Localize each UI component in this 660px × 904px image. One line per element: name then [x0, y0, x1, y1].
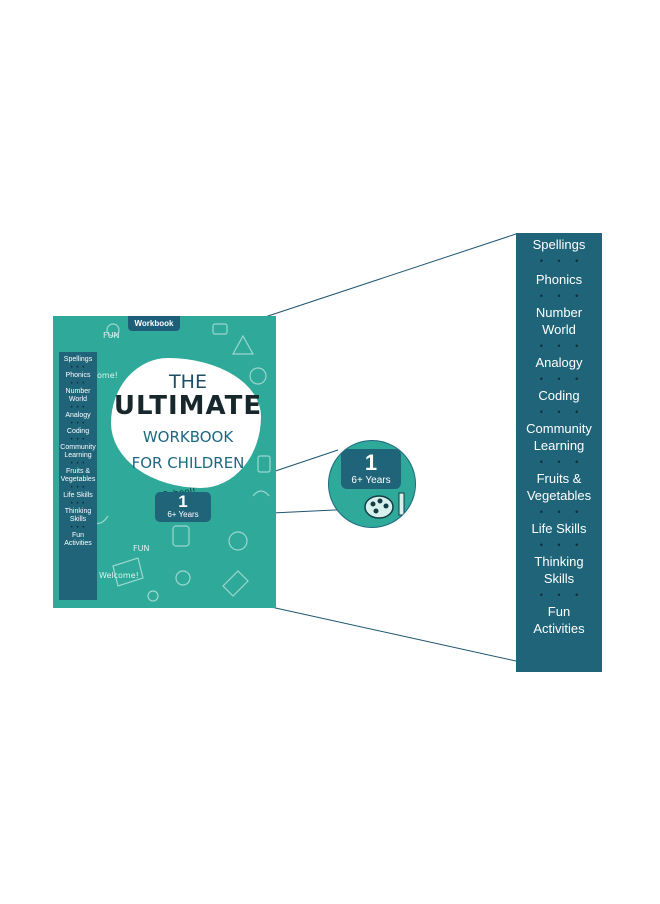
zoom-grade-number: 1 [364, 450, 378, 475]
subject-item-phonics: Phonics [535, 272, 583, 287]
title-background [111, 358, 261, 488]
cover-subject-item: Thinking Skills [64, 508, 92, 523]
separator-dots: • • • [539, 407, 585, 417]
subject-item-thinking-skills: Thinking Skills [534, 554, 584, 586]
separator-dots: • • • [539, 540, 585, 550]
subject-sidebar-enlarged: Spellings • • • Phonics • • • Number Wor… [516, 233, 602, 672]
doodle-text-ome: ome! [97, 371, 118, 380]
separator-dots: • • • [70, 381, 86, 387]
title-for-children: FOR CHILDREN [131, 454, 245, 472]
subject-item-life-skills: Life Skills [531, 521, 587, 536]
separator-dots: • • • [70, 461, 86, 467]
separator-dots: • • • [539, 291, 585, 301]
subject-item-coding: Coding [538, 388, 580, 403]
palette-icon [364, 492, 405, 519]
separator-dots: • • • [70, 421, 86, 427]
subject-item-community-learning: Community Learning [526, 421, 592, 453]
cover-subject-item: Spellings [63, 356, 93, 363]
title-ultimate: ULTIMATE [113, 391, 263, 421]
connector-line-bottom [261, 604, 517, 662]
separator-dots: • • • [539, 374, 585, 384]
brand-logo: Workbook [128, 316, 180, 331]
zoom-grade-age: 6+ Years [351, 475, 391, 486]
zoom-grade-badge: 1 6+ Years [341, 449, 401, 489]
book-cover: FUN School! FUN ome! Welcome! Workbook S… [53, 316, 276, 608]
subject-item-spellings: Spellings [532, 237, 586, 252]
cover-subject-item: Analogy [65, 412, 91, 419]
subject-item-analogy: Analogy [535, 355, 583, 370]
separator-dots: • • • [70, 365, 86, 371]
cover-subject-item: Life Skills [63, 492, 93, 499]
separator-dots: • • • [70, 485, 86, 491]
separator-dots: • • • [70, 405, 86, 411]
cover-subject-item: Fun Activities [64, 532, 92, 547]
cover-subject-item: Fruits & Vegetables [60, 468, 96, 483]
title-the: THE [169, 371, 207, 393]
subject-item-number-world: Number World [535, 305, 583, 337]
separator-dots: • • • [539, 457, 585, 467]
doodle-text-welcome: Welcome! [99, 571, 139, 580]
separator-dots: • • • [70, 501, 86, 507]
subject-item-fruits-vegetables: Fruits & Vegetables [526, 471, 592, 503]
separator-dots: • • • [539, 507, 585, 517]
separator-dots: • • • [70, 437, 86, 443]
title-workbook: WORKBOOK [142, 428, 234, 446]
separator-dots: • • • [70, 525, 86, 531]
cover-subject-item: Number World [65, 388, 91, 403]
doodle-text-fun: FUN [103, 331, 119, 340]
separator-dots: • • • [539, 341, 585, 351]
grade-badge: 1 6+ Years [155, 492, 211, 522]
subject-item-fun-activities: Fun Activities [533, 604, 585, 636]
connector-line-top [261, 233, 517, 319]
separator-dots: • • • [539, 256, 585, 266]
grade-age: 6+ Years [167, 510, 199, 519]
zoom-magnifier: 1 6+ Years [328, 440, 416, 528]
doodle-text-fun-2: FUN [133, 544, 149, 553]
cover-subject-sidebar: Spellings • • • Phonics • • • Number Wor… [59, 352, 97, 600]
separator-dots: • • • [539, 590, 585, 600]
cover-subject-item: Coding [66, 428, 90, 435]
grade-number: 1 [178, 492, 188, 511]
cover-subject-item: Phonics [65, 372, 91, 379]
cover-subject-item: Community Learning [60, 444, 96, 459]
